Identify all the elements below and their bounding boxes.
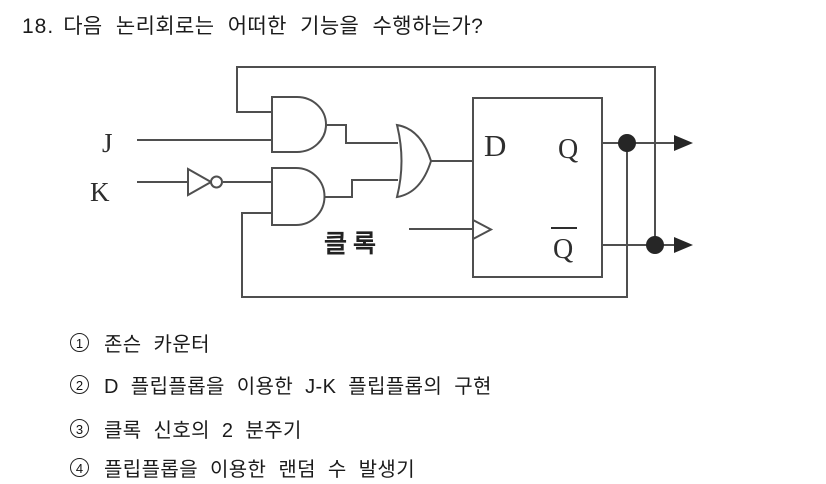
- qbar-arrowhead-icon: [674, 237, 693, 253]
- option-label-4: 플립플롭을 이용한 랜덤 수 발생기: [104, 459, 416, 481]
- or-gate: [395, 123, 433, 199]
- option-label-2: D 플립플롭을 이용한 J-K 플립플롭의 구현: [104, 376, 492, 398]
- circled-number-2: 2: [70, 375, 89, 394]
- option-row-2: 2 D 플립플롭을 이용한 J-K 플립플롭의 구현: [70, 370, 492, 399]
- and-gate-bottom: [271, 167, 326, 226]
- label-qbar: Q: [553, 234, 573, 265]
- not-gate-bubble: [210, 175, 223, 189]
- option-label-1: 존슨 카운터: [104, 334, 210, 356]
- d-flipflop-box: [472, 97, 603, 278]
- label-d: D: [484, 128, 506, 163]
- option-row-3: 3 클록 신호의 2 분주기: [70, 414, 302, 443]
- option-row-1: 1 존슨 카운터: [70, 328, 210, 357]
- question-text: 다음 논리회로는 어떠한 기능을 수행하는가?: [63, 15, 484, 38]
- not-gate-triangle: [187, 167, 214, 197]
- label-q: Q: [558, 134, 578, 165]
- label-k: K: [90, 177, 110, 207]
- junction-dot-q: [618, 134, 636, 152]
- wire-and-bottom-output: [324, 179, 398, 198]
- circled-number-4: 4: [70, 458, 89, 477]
- wire-and-top-output: [326, 124, 398, 144]
- q-arrowhead-icon: [674, 135, 693, 151]
- label-clock: 클록: [324, 230, 382, 258]
- label-j: J: [102, 128, 113, 158]
- question-title: 18. 다음 논리회로는 어떠한 기능을 수행하는가?: [22, 10, 483, 40]
- option-row-4: 4 플립플롭을 이용한 랜덤 수 발생기: [70, 453, 415, 482]
- junction-dot-qbar: [646, 236, 664, 254]
- clock-edge-triangle-icon: [472, 219, 494, 240]
- and-gate-top: [271, 96, 327, 153]
- circled-number-1: 1: [70, 333, 89, 352]
- option-label-3: 클록 신호의 2 분주기: [104, 420, 302, 442]
- circled-number-3: 3: [70, 419, 89, 438]
- question-number: 18.: [22, 15, 55, 38]
- wire-qbar-feedback: [236, 66, 656, 245]
